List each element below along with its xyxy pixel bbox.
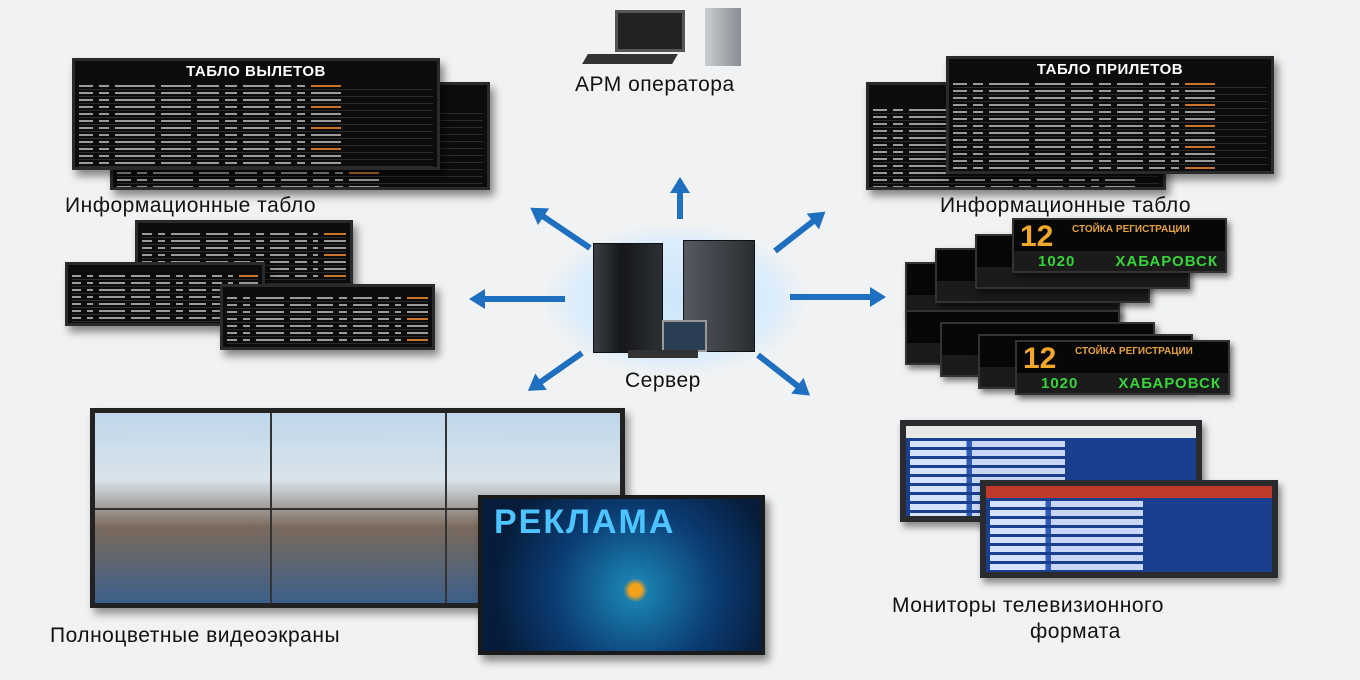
- board-row: [227, 337, 428, 344]
- advertising-poster: РЕКЛАМА: [478, 495, 765, 655]
- arrow-down-left: [537, 350, 584, 386]
- video-screens-label: Полноцветные видеоэкраны: [50, 624, 341, 647]
- pc-tower-icon: [705, 8, 741, 66]
- counter-caption: СТОЙКА РЕГИСТРАЦИИ: [1075, 346, 1193, 357]
- board-row: [227, 330, 428, 337]
- arrow-left: [483, 296, 565, 302]
- tv-monitors-label-line1: Мониторы телевизионного: [892, 594, 1164, 617]
- board-row: [953, 102, 1267, 109]
- destination-city: ХАБАРОВСК: [1118, 374, 1221, 392]
- server-label: Сервер: [625, 369, 701, 392]
- board-row: [79, 146, 433, 153]
- monitor-icon: [615, 10, 685, 52]
- board-row: [117, 170, 483, 177]
- operator-label: АРМ оператора: [575, 73, 735, 96]
- board-row: [79, 167, 433, 170]
- board-row: [142, 245, 346, 252]
- arrivals-board: ТАБЛО ПРИЛЕТОВ: [946, 56, 1274, 174]
- monitor-row: [990, 528, 1268, 534]
- board-row: [953, 165, 1267, 171]
- monitor-row: [990, 555, 1268, 561]
- board-row: [79, 139, 433, 146]
- poster-title: РЕКЛАМА: [494, 503, 676, 541]
- operator-workstation: [582, 8, 765, 68]
- board-row: [227, 309, 428, 316]
- arrow-up-right: [773, 217, 817, 254]
- board-row: [79, 132, 433, 139]
- info-boards-right-label: Информационные табло: [940, 194, 1191, 217]
- monitor-row: [990, 510, 1268, 516]
- monitor-row: [990, 573, 1268, 578]
- monitor-row: [910, 441, 1192, 447]
- board-row: [953, 81, 1267, 88]
- arrow-up-left: [540, 213, 592, 251]
- arrivals-board-title: ТАБЛО ПРИЛЕТОВ: [1036, 61, 1184, 78]
- board-row: [873, 177, 1159, 184]
- arrow-up: [677, 191, 683, 219]
- server-keyboard-icon: [628, 350, 698, 358]
- departures-board: ТАБЛО ВЫЛЕТОВ: [72, 58, 440, 170]
- counter-number: 12: [1020, 220, 1054, 253]
- board-row: [953, 130, 1267, 137]
- checkin-led-board: 12 СТОЙКА РЕГИСТРАЦИИ 1020 ХАБАРОВСК: [1015, 340, 1230, 395]
- monitor-row: [990, 546, 1268, 552]
- monitor-row: [990, 564, 1268, 570]
- board-row: [953, 151, 1267, 158]
- keyboard-icon: [582, 54, 678, 64]
- board-row: [227, 302, 428, 309]
- board-row: [72, 280, 258, 287]
- departures-board-title: ТАБЛО ВЫЛЕТОВ: [186, 63, 326, 80]
- flight-number: 1020: [1041, 374, 1079, 392]
- board-row: [79, 118, 433, 125]
- board-row: [953, 95, 1267, 102]
- board-row: [79, 104, 433, 111]
- monitor-row: [990, 537, 1268, 543]
- board-row: [873, 184, 1159, 187]
- board-row: [79, 90, 433, 97]
- board-row: [953, 123, 1267, 130]
- arrow-down-right: [756, 352, 801, 390]
- board-row: [142, 238, 346, 245]
- tv-monitors-label-line2: формата: [1030, 620, 1121, 643]
- board-row: [79, 111, 433, 118]
- board-row: [227, 295, 428, 302]
- monitor-row: [910, 459, 1192, 465]
- counter-number: 12: [1023, 342, 1057, 375]
- board-row: [953, 116, 1267, 123]
- small-board-3: [220, 284, 435, 350]
- server-monitor-icon: [662, 320, 707, 352]
- board-row: [953, 88, 1267, 95]
- board-row: [79, 125, 433, 132]
- tv-monitor-2: [980, 480, 1278, 578]
- checkin-led-board: 12 СТОЙКА РЕГИСТРАЦИИ 1020 ХАБАРОВСК: [1012, 218, 1227, 273]
- board-row: [953, 158, 1267, 165]
- board-row: [117, 177, 483, 184]
- monitor-row: [990, 519, 1268, 525]
- info-boards-left-label: Информационные табло: [65, 194, 316, 217]
- board-row: [227, 316, 428, 323]
- monitor-row: [990, 501, 1268, 507]
- board-row: [142, 231, 346, 238]
- monitor-row: [910, 450, 1192, 456]
- server-rack-left: [593, 243, 663, 353]
- board-row: [953, 109, 1267, 116]
- counter-caption: СТОЙКА РЕГИСТРАЦИИ: [1072, 224, 1190, 235]
- arrow-right: [790, 287, 886, 307]
- board-row: [953, 172, 1267, 174]
- board-row: [117, 184, 483, 187]
- board-row: [953, 137, 1267, 144]
- board-row: [79, 160, 433, 167]
- monitor-row: [910, 468, 1192, 474]
- board-row: [79, 97, 433, 104]
- board-row: [953, 144, 1267, 151]
- board-row: [72, 273, 258, 280]
- destination-city: ХАБАРОВСК: [1115, 252, 1218, 270]
- board-row: [79, 153, 433, 160]
- flight-number: 1020: [1038, 252, 1076, 270]
- board-row: [227, 323, 428, 330]
- board-row: [79, 83, 433, 90]
- board-row: [142, 252, 346, 259]
